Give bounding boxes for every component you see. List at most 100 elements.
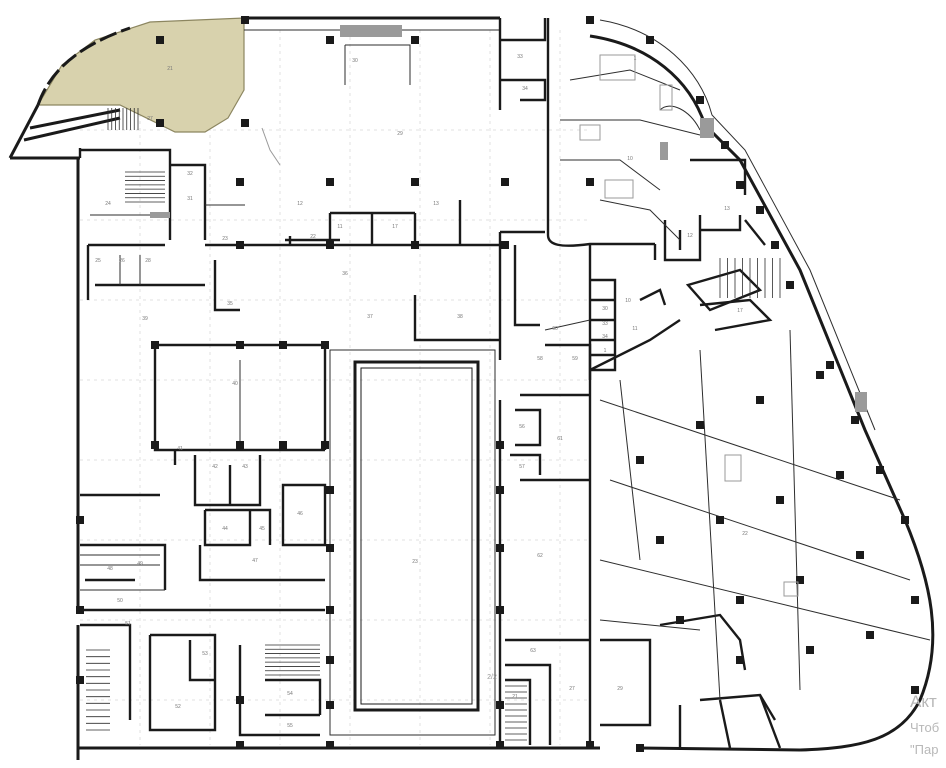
columns [76, 16, 919, 752]
room-label: 46 [297, 511, 303, 517]
column-icon [76, 606, 84, 614]
column-icon [586, 16, 594, 24]
interior-walls [78, 18, 782, 750]
room-label: 38 [457, 314, 463, 320]
room-label: 44 [222, 526, 228, 532]
watermark-line-2: Чтоб [910, 720, 940, 735]
column-icon [496, 544, 504, 552]
room-label: 40 [232, 381, 238, 387]
room-label: 24 [105, 201, 111, 207]
column-icon [806, 646, 814, 654]
column-icon [241, 119, 249, 127]
column-icon [236, 341, 244, 349]
column-icon [326, 741, 334, 749]
column-icon [321, 441, 329, 449]
column-icon [236, 178, 244, 186]
room-label: 36 [342, 271, 348, 277]
column-icon [76, 676, 84, 684]
room-label: 43 [242, 464, 248, 470]
room-label: 52 [175, 704, 181, 710]
room-label: 12 [297, 201, 303, 207]
room-label: 1 [634, 56, 637, 62]
furniture [150, 25, 867, 412]
room-label: 27 [147, 116, 153, 122]
room-label: 23 [412, 559, 418, 565]
column-icon [636, 744, 644, 752]
column-icon [851, 416, 859, 424]
room-label: 33 [602, 321, 608, 327]
column-icon [496, 741, 504, 749]
highlighted-unit[interactable] [36, 17, 245, 133]
highlighted-unit-curve [36, 26, 131, 106]
column-icon [496, 441, 504, 449]
column-icon [279, 341, 287, 349]
watermark-line-1: Акт [910, 692, 937, 711]
room-label: 45 [259, 526, 265, 532]
room-label: 57 [519, 464, 525, 470]
room-label: 31 [187, 196, 193, 202]
column-icon [756, 396, 764, 404]
room-label: 25 [95, 258, 101, 264]
room-label: 17 [737, 308, 743, 314]
grid-lines [80, 30, 590, 745]
column-icon [326, 178, 334, 186]
staircase-icon [86, 108, 781, 741]
column-icon [326, 656, 334, 664]
column-icon [866, 631, 874, 639]
room-label: 21 [512, 694, 518, 700]
column-icon [636, 456, 644, 464]
column-icon [656, 536, 664, 544]
room-count-label: 2/2 [487, 674, 497, 681]
column-icon [901, 516, 909, 524]
room-label: 42 [212, 464, 218, 470]
column-icon [911, 686, 919, 694]
thin-walls [80, 44, 931, 701]
column-icon [411, 241, 419, 249]
watermark-line-3: "Пар [910, 742, 939, 757]
room-label: 27 [569, 686, 575, 692]
room-label: 11 [632, 326, 637, 332]
column-icon [411, 178, 419, 186]
column-icon [326, 701, 334, 709]
room-label: 23 [222, 236, 228, 242]
room-label: 34 [602, 334, 608, 340]
room-label: 22 [310, 234, 316, 240]
room-label: 48 [107, 566, 113, 572]
column-icon [796, 576, 804, 584]
room-label: 55 [287, 723, 293, 729]
room-label: 32 [187, 171, 193, 177]
room-label: 58 [537, 356, 543, 362]
column-icon [496, 486, 504, 494]
room-label: 30 [602, 306, 608, 312]
room-label: 63 [530, 648, 536, 654]
room-label: 29 [397, 131, 403, 137]
room-label: 50 [117, 598, 123, 604]
column-icon [411, 36, 419, 44]
column-icon [856, 551, 864, 559]
column-icon [156, 36, 164, 44]
room-label: 17 [392, 224, 398, 230]
room-label: 60 [552, 326, 558, 332]
column-icon [721, 141, 729, 149]
column-icon [76, 516, 84, 524]
column-icon [736, 596, 744, 604]
column-icon [236, 741, 244, 749]
room-label: 41 [177, 446, 183, 452]
room-label: 10 [627, 156, 633, 162]
room-label: 54 [287, 691, 293, 697]
room-label: 12 [687, 233, 693, 239]
room-label: 22 [742, 531, 748, 537]
column-icon [771, 241, 779, 249]
column-icon [236, 241, 244, 249]
room-label: 1 [604, 348, 607, 354]
column-icon [816, 371, 824, 379]
room-label: 39 [142, 316, 148, 322]
room-label: 53 [202, 651, 208, 657]
room-label: 35 [227, 301, 233, 307]
room-label: 28 [145, 258, 151, 264]
column-icon [236, 441, 244, 449]
furniture-outline [261, 54, 799, 597]
